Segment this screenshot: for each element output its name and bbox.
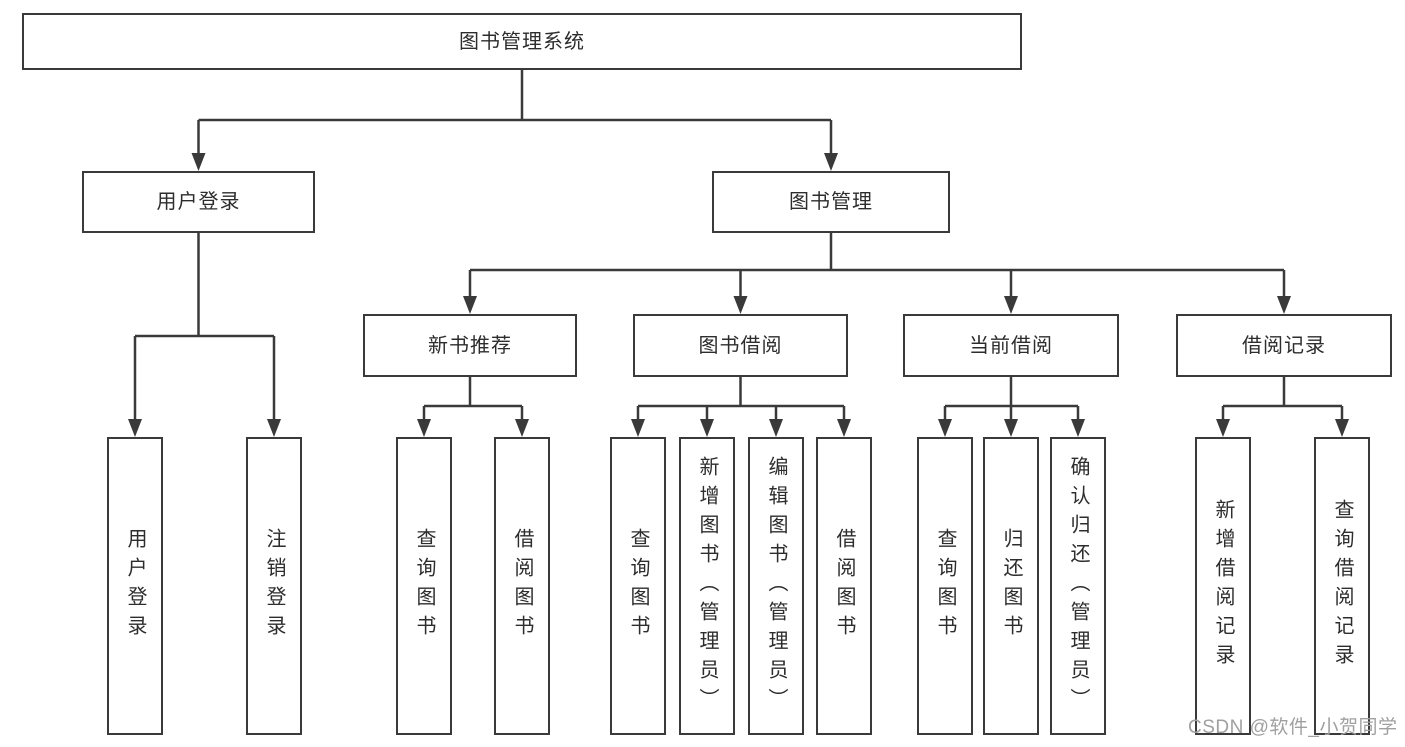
leaf-query-books-recommend: 查询图书 (396, 437, 452, 735)
node-new-book-recommend: 新书推荐 (363, 314, 577, 377)
leaf-query-books-borrowing: 查询图书 (610, 437, 666, 735)
node-user-login-branch: 用户登录 (82, 171, 315, 233)
node-current-borrowing: 当前借阅 (903, 314, 1119, 377)
leaf-return-books: 归还图书 (983, 437, 1039, 735)
leaf-borrow-books-recommend: 借阅图书 (494, 437, 550, 735)
leaf-logout: 注销登录 (246, 437, 302, 735)
node-book-management-branch: 图书管理 (712, 171, 950, 233)
leaf-edit-books-admin: 编辑图书（管理员） (748, 437, 804, 735)
leaf-user-login: 用户登录 (107, 437, 163, 735)
leaf-add-books-admin: 新增图书（管理员） (679, 437, 735, 735)
node-borrowing-records: 借阅记录 (1176, 314, 1392, 377)
node-book-borrowing: 图书借阅 (633, 314, 848, 377)
watermark-text: CSDN @软件_小贺同学 (1188, 717, 1398, 738)
leaf-borrow-books: 借阅图书 (816, 437, 872, 735)
leaf-add-borrow-record: 新增借阅记录 (1195, 437, 1251, 735)
leaf-query-borrow-record: 查询借阅记录 (1314, 437, 1370, 735)
node-library-management-system: 图书管理系统 (22, 13, 1022, 70)
leaf-query-books-current: 查询图书 (917, 437, 973, 735)
leaf-confirm-return-admin: 确认归还（管理员） (1050, 437, 1106, 735)
